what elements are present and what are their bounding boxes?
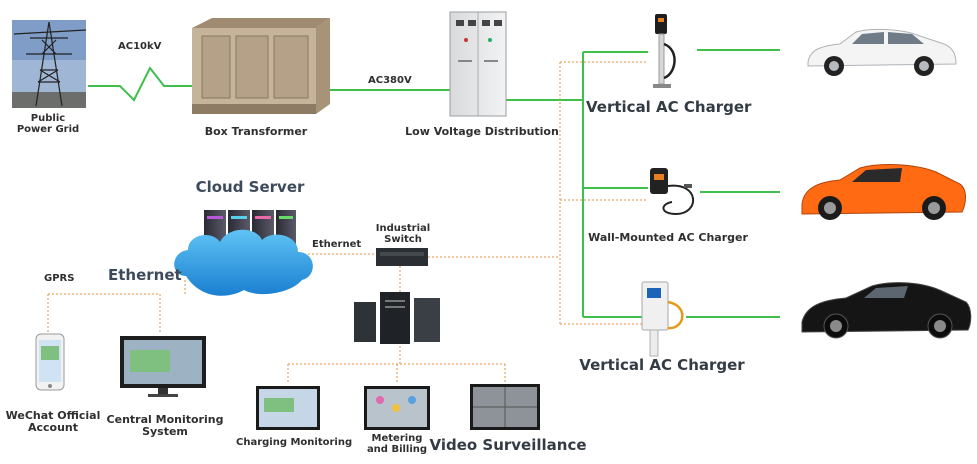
wechat-label-line2: Account — [27, 420, 79, 434]
white-car-image — [807, 28, 957, 76]
ethernet-big-label: Ethernet — [108, 266, 182, 284]
ac380v-label: AC380V — [368, 75, 412, 86]
metering-label-line1: Metering — [371, 433, 423, 444]
video-surveillance-label: Video Surveillance — [429, 436, 587, 454]
charging-monitoring-screen-image — [256, 386, 320, 430]
wall-mounted-ac-charger-image — [650, 168, 694, 216]
cloud-server-label: Cloud Server — [195, 178, 305, 196]
vertical-ac-charger-bottom-label: Vertical AC Charger — [579, 356, 745, 374]
industrial-switch-label-line1: Industrial — [375, 223, 431, 234]
power-grid-label: Public Power Grid — [10, 113, 86, 135]
cloud-server-image — [174, 210, 313, 296]
metering-billing-screen-image — [364, 386, 430, 430]
data-servers-image — [354, 292, 440, 344]
central-monitor-image — [120, 336, 206, 397]
gprs-label: GPRS — [44, 273, 75, 284]
vertical-ac-charger-top-label: Vertical AC Charger — [586, 98, 752, 116]
charging-monitoring-label: Charging Monitoring — [236, 437, 353, 448]
video-surveillance-screen-image — [470, 384, 540, 430]
low-voltage-cabinet-image — [449, 11, 507, 117]
wall-mounted-ac-charger-label: Wall-Mounted AC Charger — [588, 231, 748, 244]
data-lines — [47, 61, 648, 384]
power-grid-tower-image — [12, 20, 87, 108]
central-label-line1: Central Monitoring — [106, 413, 224, 426]
vertical-ac-charger-bottom-image — [641, 281, 684, 357]
industrial-switch-label: Industrial Switch — [372, 223, 434, 245]
black-car-image — [801, 282, 972, 339]
ac10kv-line — [88, 66, 196, 102]
power-grid-label-line1: Public — [30, 113, 66, 124]
central-label-line2: System — [142, 424, 188, 438]
industrial-switch-label-line2: Switch — [384, 233, 422, 245]
box-transformer-label: Box Transformer — [204, 125, 308, 138]
central-monitoring-label: Central Monitoring System — [106, 414, 224, 437]
vertical-ac-charger-top-image — [653, 14, 676, 88]
power-lines — [88, 49, 780, 318]
smartphone-image — [35, 333, 65, 391]
wechat-label-line1: WeChat Official — [5, 409, 101, 422]
low-voltage-distribution-label: Low Voltage Distribution — [405, 125, 559, 138]
ac10kv-label: AC10kV — [118, 41, 162, 52]
box-transformer-image — [192, 18, 330, 114]
power-grid-label-line2: Power Grid — [16, 123, 80, 135]
wechat-account-label: WeChat Official Account — [4, 410, 102, 433]
industrial-switch-image — [376, 248, 428, 266]
orange-car-image — [801, 164, 966, 220]
ethernet-small-label: Ethernet — [312, 239, 362, 250]
metering-billing-label: Metering and Billing — [364, 433, 430, 455]
metering-label-line2: and Billing — [366, 443, 428, 455]
